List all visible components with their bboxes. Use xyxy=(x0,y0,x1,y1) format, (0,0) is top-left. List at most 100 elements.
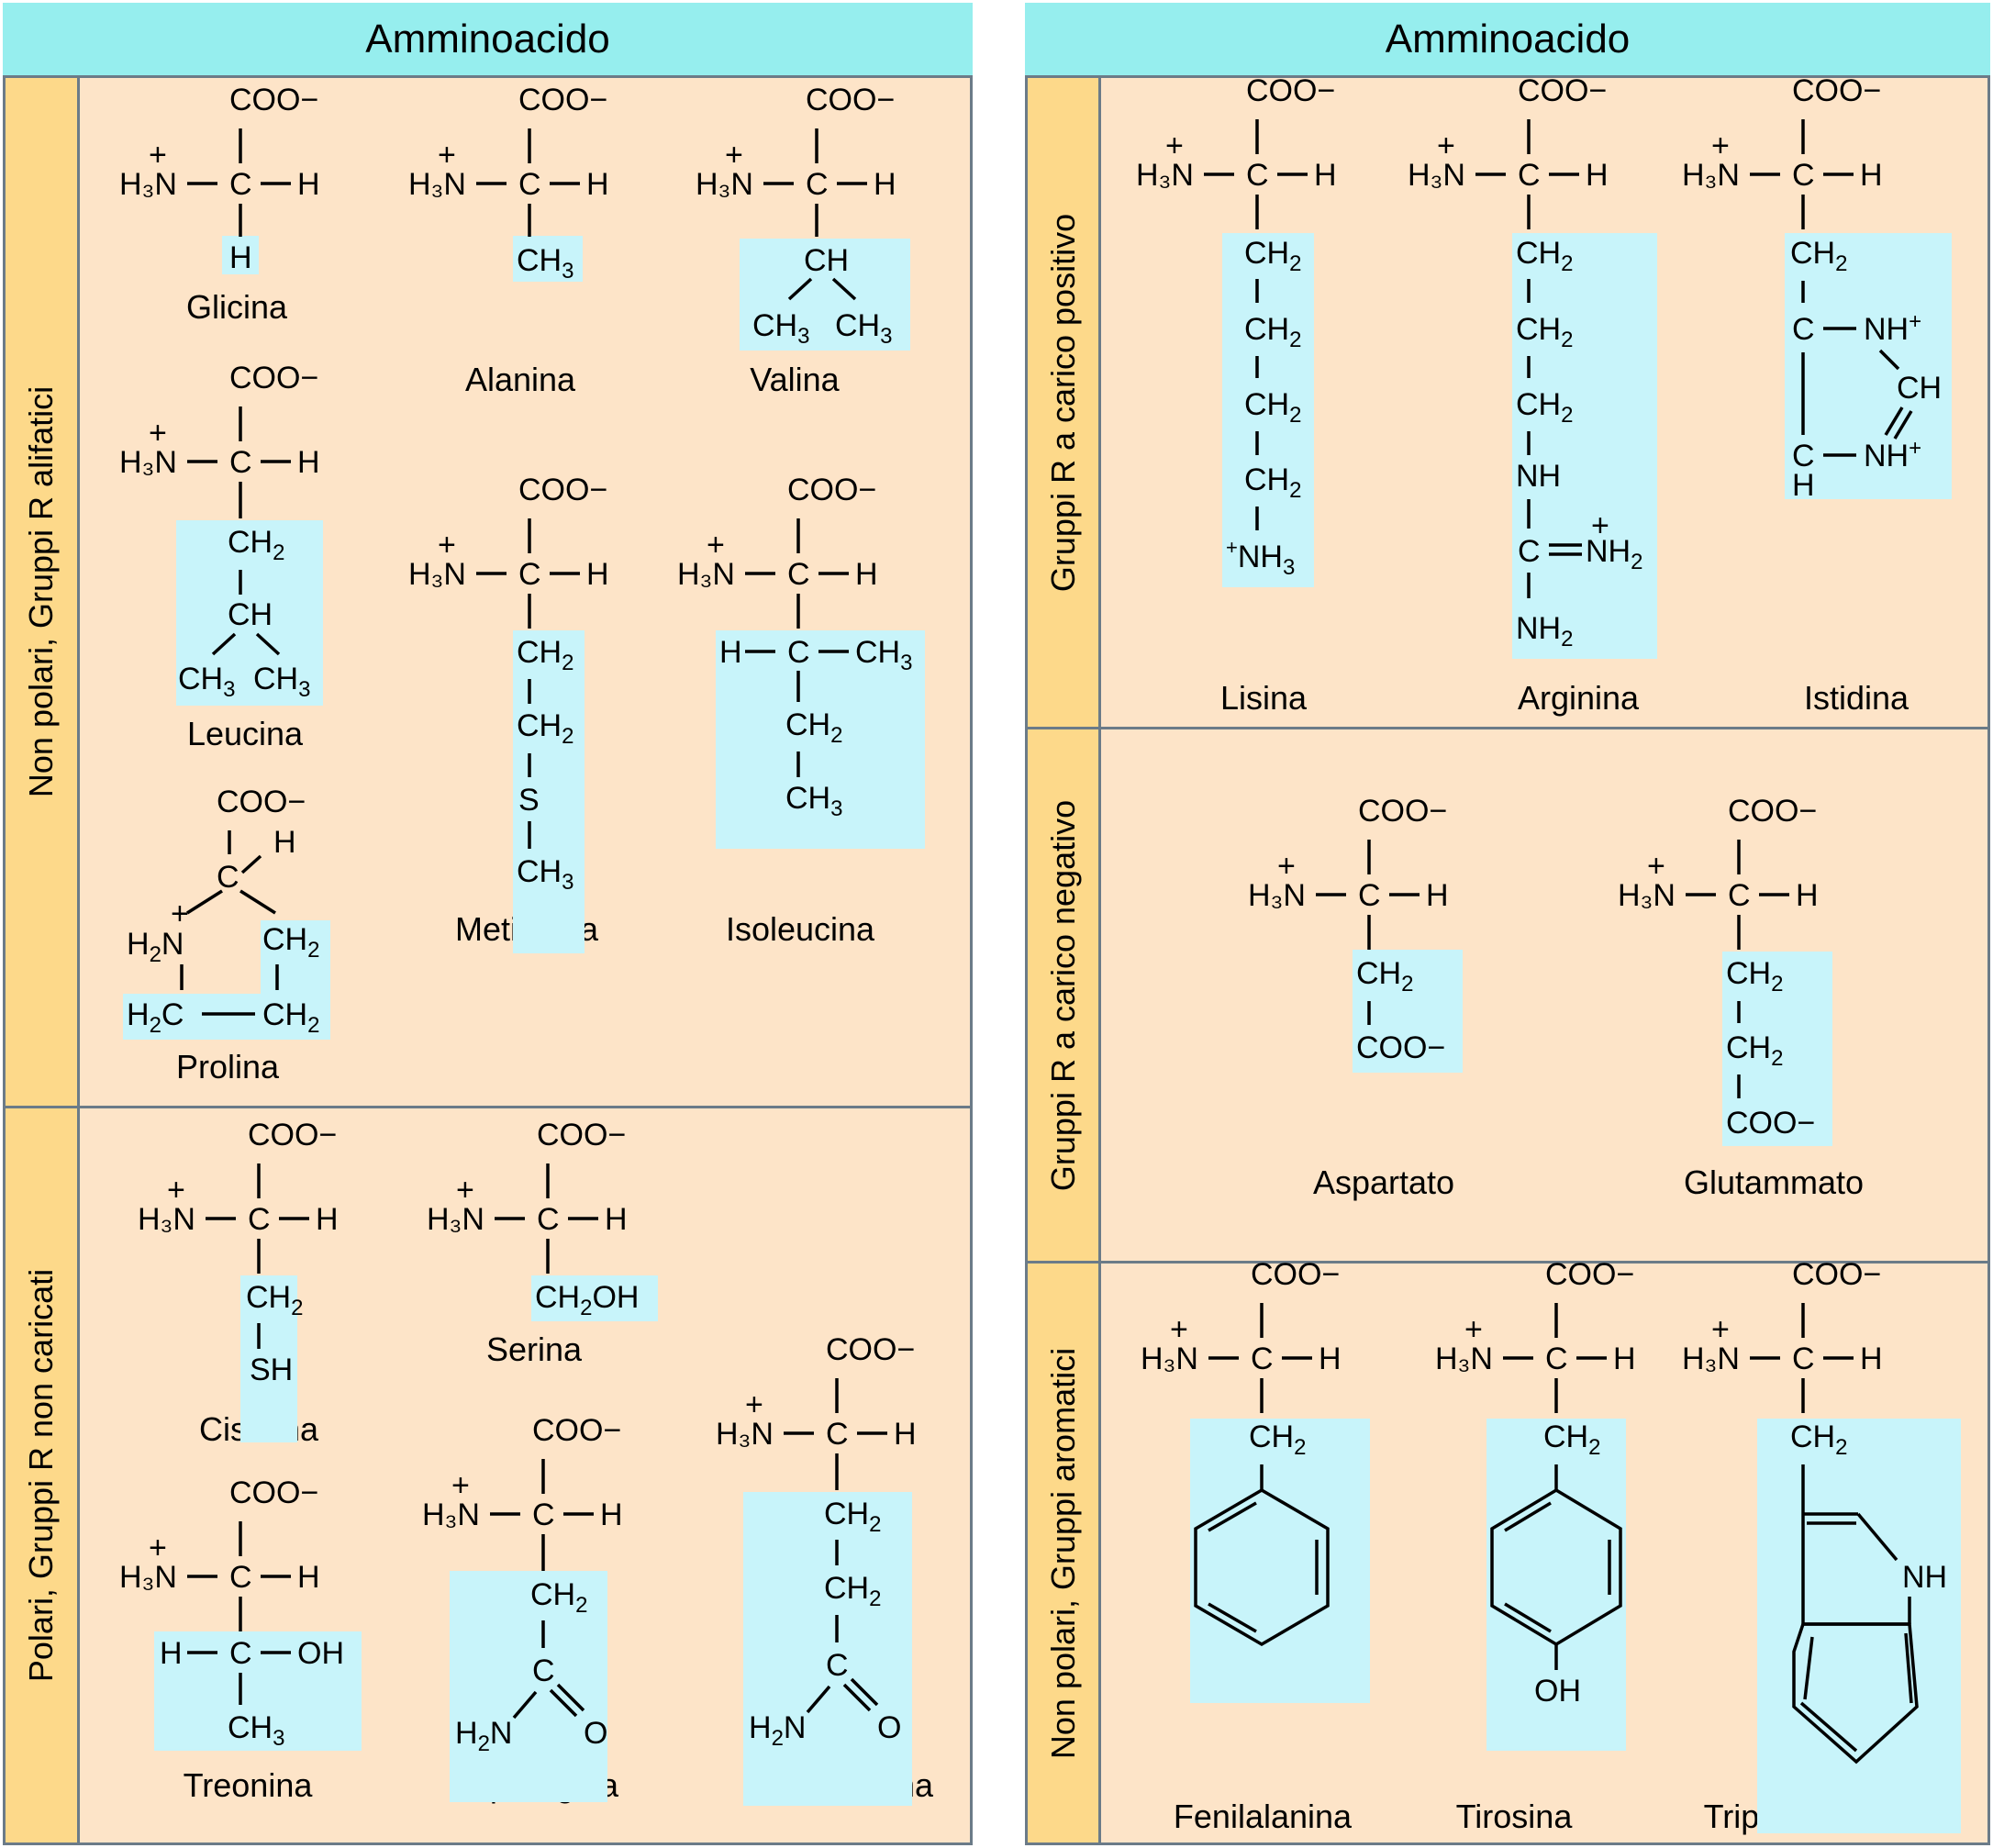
svg-text:+: + xyxy=(171,896,189,931)
svg-text:C: C xyxy=(229,445,252,480)
svg-text:C: C xyxy=(1251,1341,1274,1376)
svg-text:COO−: COO− xyxy=(1792,1257,1881,1292)
svg-text:+: + xyxy=(1591,508,1609,543)
svg-text:C: C xyxy=(1792,439,1815,473)
group-label: Gruppi R a carico positivo xyxy=(1043,213,1082,593)
svg-text:H: H xyxy=(894,1417,917,1452)
divider xyxy=(1028,727,1987,729)
aa-name-fenilalanina: Fenilalanina xyxy=(1173,1798,1353,1835)
svg-text:OH: OH xyxy=(1534,1674,1581,1709)
svg-text:COO−: COO− xyxy=(518,473,607,507)
svg-text:CH2: CH2 xyxy=(262,997,319,1038)
svg-text:H₃N: H₃N xyxy=(1408,158,1465,193)
svg-text:C: C xyxy=(1358,878,1381,913)
svg-text:C: C xyxy=(806,167,829,202)
svg-text:+: + xyxy=(167,1173,185,1208)
molecule-lisina: COO− H₃N + C H CH2 CH2 CH2 CH2 +NH3 xyxy=(1136,73,1337,587)
svg-text:+: + xyxy=(1277,849,1296,884)
svg-text:H: H xyxy=(1613,1341,1636,1376)
svg-text:+: + xyxy=(745,1387,763,1422)
svg-text:+: + xyxy=(1437,128,1455,163)
svg-text:H: H xyxy=(586,167,609,202)
molecule-glutammina: COO− H₃N + C H CH2 CH2 C H2N O xyxy=(716,1332,917,1806)
svg-text:COO−: COO− xyxy=(229,1475,318,1510)
svg-text:H: H xyxy=(1319,1341,1342,1376)
svg-text:C: C xyxy=(229,167,252,202)
svg-text:+: + xyxy=(451,1468,470,1503)
molecule-istidina: COO− H₃N + C H CH2 C NH+ CH C NH+ H xyxy=(1682,73,1952,503)
svg-text:COO−: COO− xyxy=(518,83,607,117)
svg-text:COO−: COO− xyxy=(1728,794,1817,829)
svg-text:H₃N: H₃N xyxy=(1618,878,1676,913)
aa-name-leucina: Leucina xyxy=(186,715,304,752)
aa-name-valina: Valina xyxy=(750,361,840,398)
svg-text:COO−: COO− xyxy=(1358,794,1447,829)
svg-text:C: C xyxy=(1518,158,1541,193)
svg-text:CH2: CH2 xyxy=(1244,312,1301,352)
svg-text:CH3: CH3 xyxy=(855,635,912,675)
molecule-glutammato: COO− H₃N + C H CH2 CH2 COO− xyxy=(1618,794,1832,1146)
svg-text:H: H xyxy=(1792,468,1815,503)
svg-text:H: H xyxy=(297,167,320,202)
svg-text:C: C xyxy=(787,557,810,592)
divider xyxy=(6,1106,970,1108)
svg-text:C: C xyxy=(787,635,810,670)
aa-name-arginina: Arginina xyxy=(1517,679,1640,717)
right-header: Amminoacido xyxy=(1025,3,1990,78)
svg-text:NH: NH xyxy=(1902,1560,1947,1595)
svg-text:COO−: COO− xyxy=(537,1118,626,1152)
svg-text:OH: OH xyxy=(297,1636,344,1671)
svg-text:COO−: COO− xyxy=(1726,1106,1815,1141)
svg-text:COO−: COO− xyxy=(229,83,318,117)
svg-text:CH2: CH2 xyxy=(1356,956,1413,996)
aa-name-prolina: Prolina xyxy=(175,1048,280,1085)
svg-text:C: C xyxy=(1518,534,1541,569)
side-label-negative: Gruppi R a carico negativo xyxy=(1028,729,1101,1262)
svg-text:CH2OH: CH2OH xyxy=(535,1280,639,1320)
svg-text:H: H xyxy=(586,557,609,592)
svg-text:+: + xyxy=(1170,1312,1188,1347)
molecule-isoleucina: COO− H₃N + C H H C CH3 CH2 CH3 xyxy=(677,473,925,849)
svg-text:C: C xyxy=(1792,312,1815,347)
svg-text:C: C xyxy=(229,1560,252,1595)
svg-text:H: H xyxy=(855,557,878,592)
svg-text:+: + xyxy=(1165,128,1184,163)
svg-text:H₃N: H₃N xyxy=(119,1560,177,1595)
side-label-nonpolar-aliphatic: Non polari, Gruppi R alifatici xyxy=(6,78,80,1106)
svg-text:COO−: COO− xyxy=(217,785,306,819)
svg-text:C: C xyxy=(1792,158,1815,193)
svg-text:C: C xyxy=(1728,878,1751,913)
side-label-positive: Gruppi R a carico positivo xyxy=(1028,78,1101,728)
group-label: Gruppi R a carico negativo xyxy=(1043,799,1082,1192)
svg-text:COO−: COO− xyxy=(1251,1257,1340,1292)
svg-text:H₃N: H₃N xyxy=(422,1497,480,1532)
group-label: Non polari, Gruppi aromatici xyxy=(1043,1347,1082,1759)
svg-text:NH: NH xyxy=(1516,459,1561,494)
svg-text:COO−: COO− xyxy=(1356,1030,1445,1065)
svg-text:+: + xyxy=(725,138,743,173)
svg-text:CH: CH xyxy=(228,597,273,632)
group-label: Polari, Gruppi R non caricati xyxy=(22,1268,60,1683)
molecule-tirosina: COO− H₃N + C H CH2 OH xyxy=(1435,1257,1636,1751)
svg-text:COO−: COO− xyxy=(826,1332,915,1367)
svg-text:CH2: CH2 xyxy=(1244,236,1301,276)
svg-text:C: C xyxy=(1246,158,1269,193)
svg-text:COO−: COO− xyxy=(1792,73,1881,108)
group-label: Non polari, Gruppi R alifatici xyxy=(22,385,60,798)
svg-text:+: + xyxy=(149,416,167,451)
molecule-aspartato: COO− H₃N + C H CH2 COO− xyxy=(1248,794,1463,1073)
svg-text:C: C xyxy=(532,1653,555,1688)
svg-text:H: H xyxy=(1586,158,1609,193)
aa-name-glicina: Glicina xyxy=(185,288,288,326)
aa-name-alanina: Alanina xyxy=(464,361,576,398)
svg-text:H₃N: H₃N xyxy=(716,1417,774,1452)
svg-text:H₃N: H₃N xyxy=(1141,1341,1198,1376)
aa-name-treonina: Treonina xyxy=(183,1766,313,1804)
svg-text:CH: CH xyxy=(1897,371,1942,406)
side-label-aromatic: Non polari, Gruppi aromatici xyxy=(1028,1264,1101,1842)
svg-text:SH: SH xyxy=(250,1353,293,1387)
svg-text:H₃N: H₃N xyxy=(1682,1341,1740,1376)
svg-text:+: + xyxy=(438,528,456,562)
svg-text:COO−: COO− xyxy=(1518,73,1607,108)
svg-text:H: H xyxy=(273,825,296,860)
